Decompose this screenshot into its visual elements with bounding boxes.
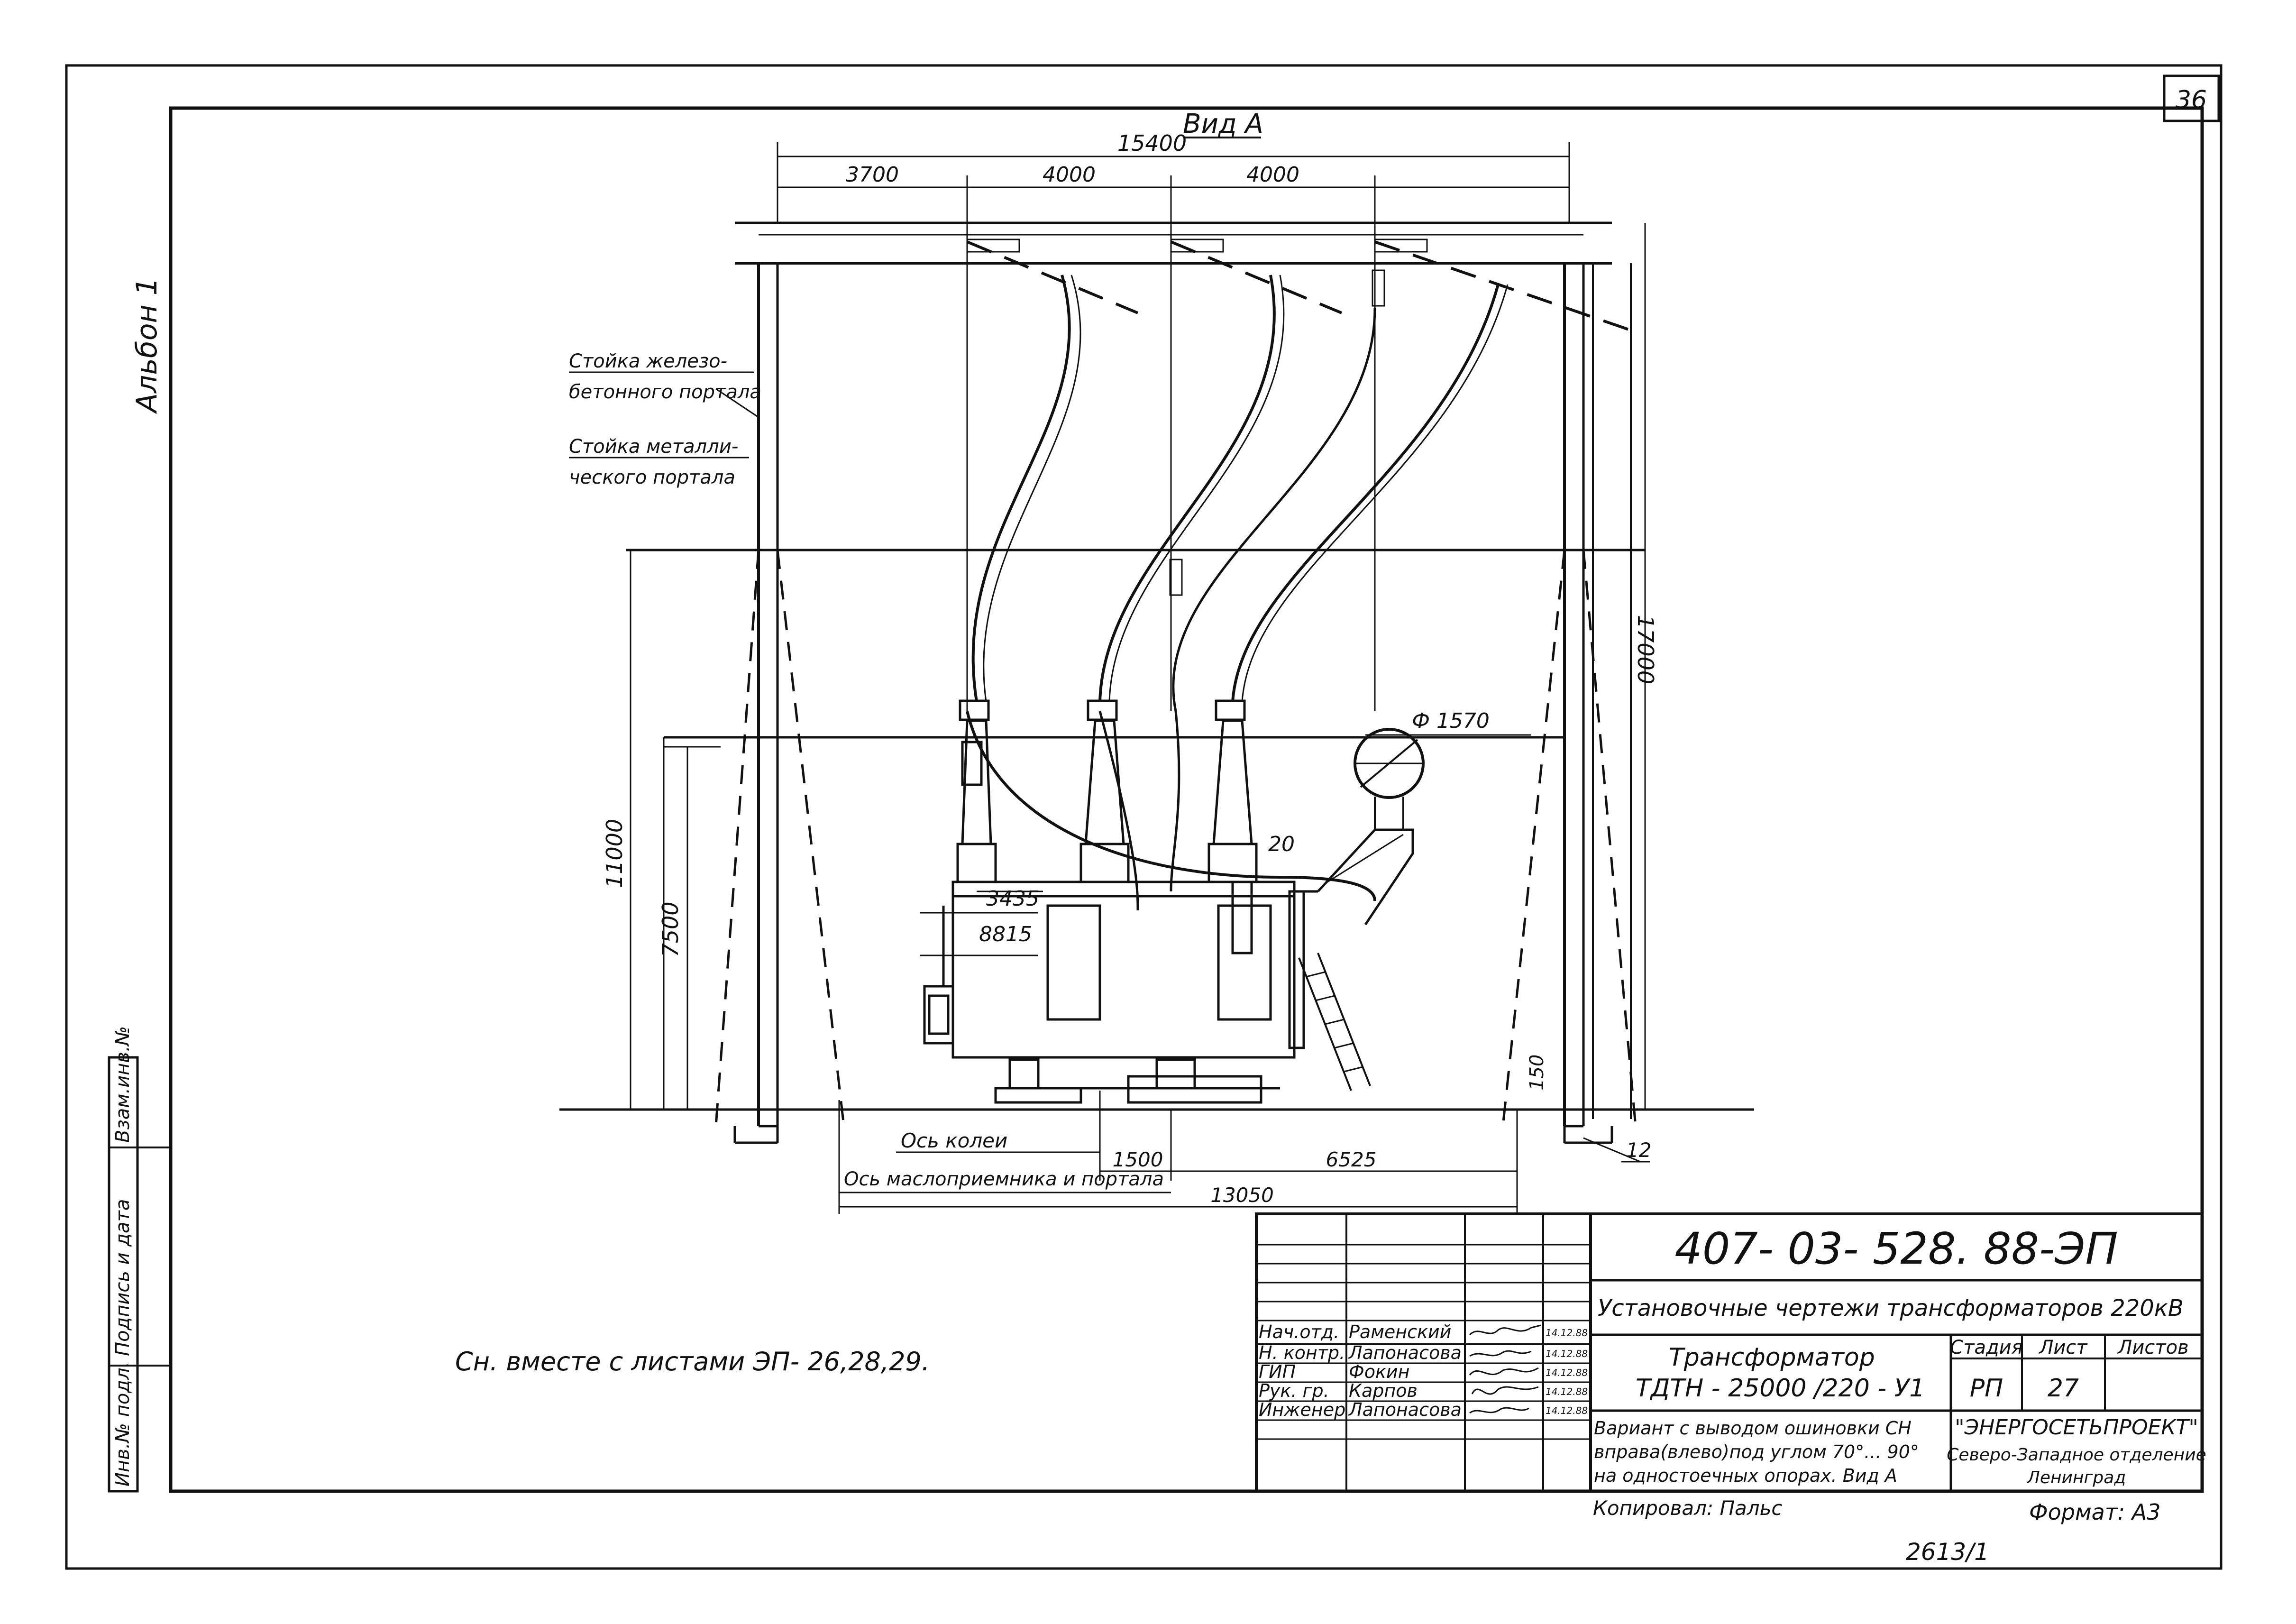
svg-text:14.12.88: 14.12.88 [1546,1367,1588,1378]
variant-line-1: Вариант с выводом ошиновки СН [1594,1418,1912,1439]
svg-text:14.12.88: 14.12.88 [1546,1405,1588,1416]
track-axis-label: Ось колеи [901,1129,1007,1152]
drawing-code: 407- 03- 528. 88-ЭП [1674,1223,2118,1274]
dim-1500: 1500 [1113,1148,1163,1171]
svg-text:Рук. гр.: Рук. гр. [1259,1380,1329,1401]
corner-number-box [2163,74,2220,122]
dim-d2: 4000 [1043,163,1096,187]
title-block-text: 407- 03- 528. 88-ЭП Установочные чертежи… [1259,1223,2206,1487]
org-line-2: Северо-Западное отделение [1947,1445,2206,1465]
corner-number: 36 [2176,86,2207,114]
callout-steel-post-2: ческого портала [569,467,735,488]
sheets-header: Листов [2117,1337,2188,1358]
main-view: Вид А 15400 3700 4000 4000 [559,109,1754,1214]
left-stamp-strip: Инв.№ подл. Подпись и дата Взам.инв.№ [108,1026,171,1493]
svg-text:ГИП: ГИП [1259,1361,1296,1382]
svg-text:14.12.88: 14.12.88 [1546,1386,1588,1397]
org-line-3: Ленинград [2026,1468,2126,1487]
stage-value: РП [1970,1374,2003,1403]
outer-frame [65,64,2223,1570]
dim-height-7500: 7500 [658,901,683,957]
svg-text:Фокин: Фокин [1349,1361,1409,1382]
copied-by: Копировал: Пальс [1593,1496,1782,1520]
receiver-axis-label: Ось маслоприемника и портала [844,1168,1164,1190]
svg-text:Карпов: Карпов [1349,1380,1418,1401]
callout-rc-post-2: бетонного портала [569,381,761,403]
dim-150: 150 [1526,1055,1548,1091]
sheet-value: 27 [2048,1374,2079,1403]
dim-6525: 6525 [1326,1148,1377,1171]
sheet-note: Сн. вместе с листами ЭП- 26,28,29. [455,1347,930,1376]
callout-steel-post-1: Стойка металли- [569,436,738,458]
dim-height-11000: 11000 [602,819,627,888]
dim-d3: 4000 [1246,163,1299,187]
vzam-label: Взам.инв.№ [112,1026,134,1143]
dim-12: 12 [1626,1138,1651,1162]
dim-8815: 8815 [979,922,1032,946]
variant-line-2: вправа(влево)под углом 70°... 90° [1594,1441,1919,1462]
dim-d1: 3700 [846,163,899,187]
signature-row: Н. контр. Лапонасова 14.12.88 [1259,1342,1588,1363]
svg-text:Лапонасова: Лапонасова [1348,1342,1462,1363]
title-block [1255,1212,2204,1493]
org-line-1: "ЭНЕРГОСЕТЬПРОЕКТ" [1955,1415,2198,1440]
bottom-number: 2613/1 [1906,1538,1989,1566]
project-title: Установочные чертежи трансформаторов 220… [1598,1295,2184,1321]
drawing-title-2: ТДТН - 25000 /220 - У1 [1636,1374,1925,1403]
dim-20: 20 [1268,832,1295,856]
album-label: Альбон 1 [130,277,164,414]
format-label: Формат: А3 [2029,1499,2160,1525]
inner-frame [169,106,2204,1493]
dim-3435: 3435 [986,887,1039,911]
svg-text:Инженер: Инженер [1259,1399,1345,1420]
signature-row: Рук. гр. Карпов 14.12.88 [1259,1380,1588,1401]
signatures [1469,1324,1541,1414]
svg-text:14.12.88: 14.12.88 [1546,1348,1588,1359]
svg-text:Лапонасова: Лапонасова [1348,1399,1462,1420]
view-title: Вид А [1183,109,1263,139]
callout-rc-post-1: Стойка железо- [569,350,727,372]
stage-header: Стадия [1950,1337,2022,1358]
svg-text:Н. контр.: Н. контр. [1259,1342,1345,1363]
svg-text:Нач.отд.: Нач.отд. [1259,1321,1339,1342]
sheet-header: Лист [2038,1337,2088,1358]
dim-total-width: 15400 [1117,130,1187,156]
svg-text:Раменский: Раменский [1349,1321,1451,1342]
signature-row: Нач.отд. Раменский 14.12.88 [1259,1321,1588,1342]
inv-podl-label: Инв.№ подл. [112,1362,134,1486]
dim-13050: 13050 [1210,1184,1274,1207]
sign-date-label: Подпись и дата [112,1199,134,1356]
svg-text:14.12.88: 14.12.88 [1546,1327,1588,1339]
signature-row: ГИП Фокин 14.12.88 [1259,1361,1588,1382]
signature-row: Инженер Лапонасова 14.12.88 [1259,1399,1588,1420]
dim-diameter: Ф 1570 [1412,709,1490,733]
variant-line-3: на одностоечных опорах. Вид А [1594,1465,1897,1486]
dim-height-17000: 17000 [1633,615,1658,684]
drawing-title-1: Трансформатор [1669,1343,1875,1372]
